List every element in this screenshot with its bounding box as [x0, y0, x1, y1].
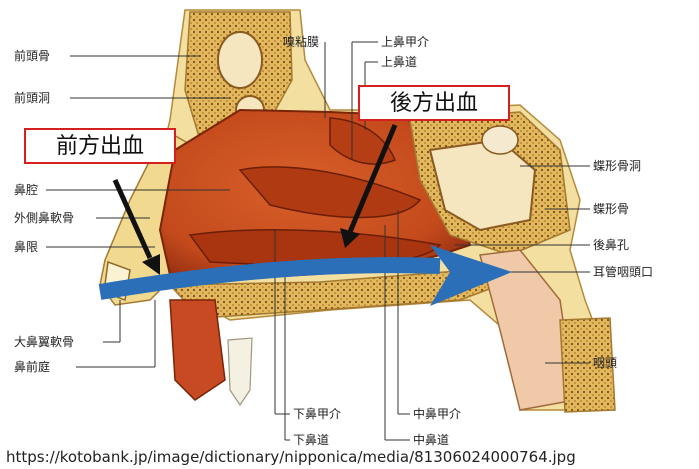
- label-olfactory-mucosa: 嗅粘膜: [283, 35, 319, 49]
- incisor-tooth: [228, 338, 252, 405]
- pituitary-shape: [482, 126, 518, 154]
- label-greater-alar-cartilage: 大鼻翼軟骨: [14, 335, 74, 349]
- label-lateral-nasal-cartilage: 外側鼻軟骨: [14, 211, 74, 225]
- label-eustachian-tube-opening: 耳管咽頭口: [593, 265, 653, 279]
- label-nasal-vestibule: 鼻前庭: [14, 360, 50, 374]
- label-choana: 後鼻孔: [593, 238, 629, 252]
- label-nasal-cavity: 鼻腔: [14, 183, 38, 197]
- label-middle-turbinate: 中鼻甲介: [413, 407, 461, 421]
- label-frontal-bone: 前頭骨: [14, 49, 50, 63]
- label-sphenoid-bone: 蝶形骨: [593, 202, 629, 216]
- source-url-caption: https://kotobank.jp/image/dictionary/nip…: [6, 448, 576, 466]
- label-pharynx: 咽頭: [593, 356, 617, 370]
- frontal-sinus-cavity: [218, 32, 262, 88]
- label-frontal-sinus: 前頭洞: [14, 91, 50, 105]
- label-inferior-turbinate: 下鼻甲介: [293, 407, 341, 421]
- label-middle-meatus: 中鼻道: [413, 433, 449, 447]
- callout-posterior-bleeding: 後方出血: [358, 85, 510, 121]
- upper-lip: [170, 300, 225, 400]
- label-nasal-limen: 鼻限: [14, 240, 38, 254]
- label-inferior-meatus: 下鼻道: [293, 433, 329, 447]
- label-superior-meatus: 上鼻道: [381, 55, 417, 69]
- callout-anterior-bleeding: 前方出血: [24, 128, 176, 164]
- label-superior-turbinate: 上鼻甲介: [381, 35, 429, 49]
- label-sphenoid-sinus: 蝶形骨洞: [593, 159, 641, 173]
